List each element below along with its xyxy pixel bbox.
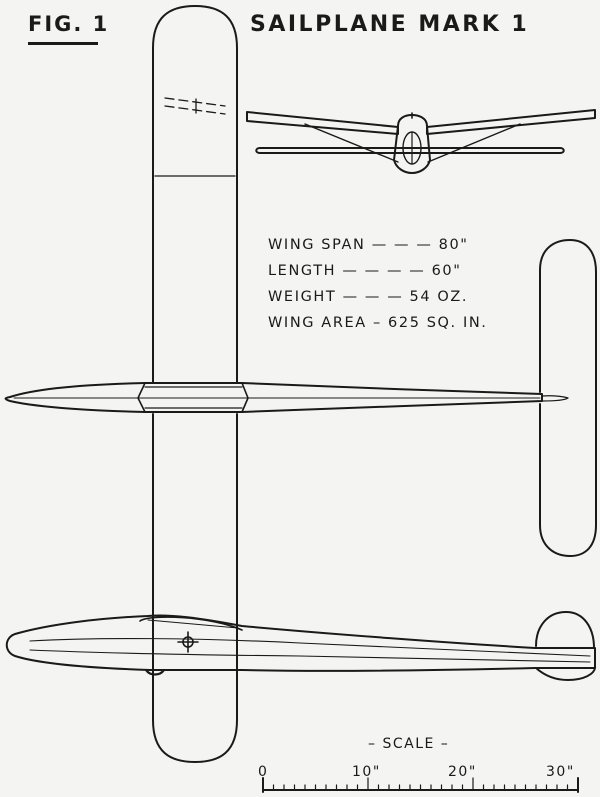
scale-bar [262,777,579,793]
plan-view-wing [152,5,238,763]
figure-label: FIG. 1 [28,12,110,36]
plan-view-stabilizer [539,239,597,557]
spec-wing-span: WING SPAN — — — 80" [268,237,469,253]
scale-tick-30: 30" [546,764,575,780]
scale-tick-0: 0 [258,764,269,780]
scale-tick-10: 10" [352,764,381,780]
spec-length: LENGTH — — — — 60" [268,263,462,279]
spec-wing-area: WING AREA – 625 SQ. IN. [268,315,488,331]
side-view [5,611,596,681]
drawing-title: SAILPLANE MARK 1 [250,12,530,37]
plan-view-fuselage [4,382,569,413]
figure-label-underline [28,42,98,45]
scale-title: – SCALE – [368,736,450,752]
scale-tick-20: 20" [448,764,477,780]
spec-weight: WEIGHT — — — 54 OZ. [268,289,469,305]
front-view [246,109,596,174]
